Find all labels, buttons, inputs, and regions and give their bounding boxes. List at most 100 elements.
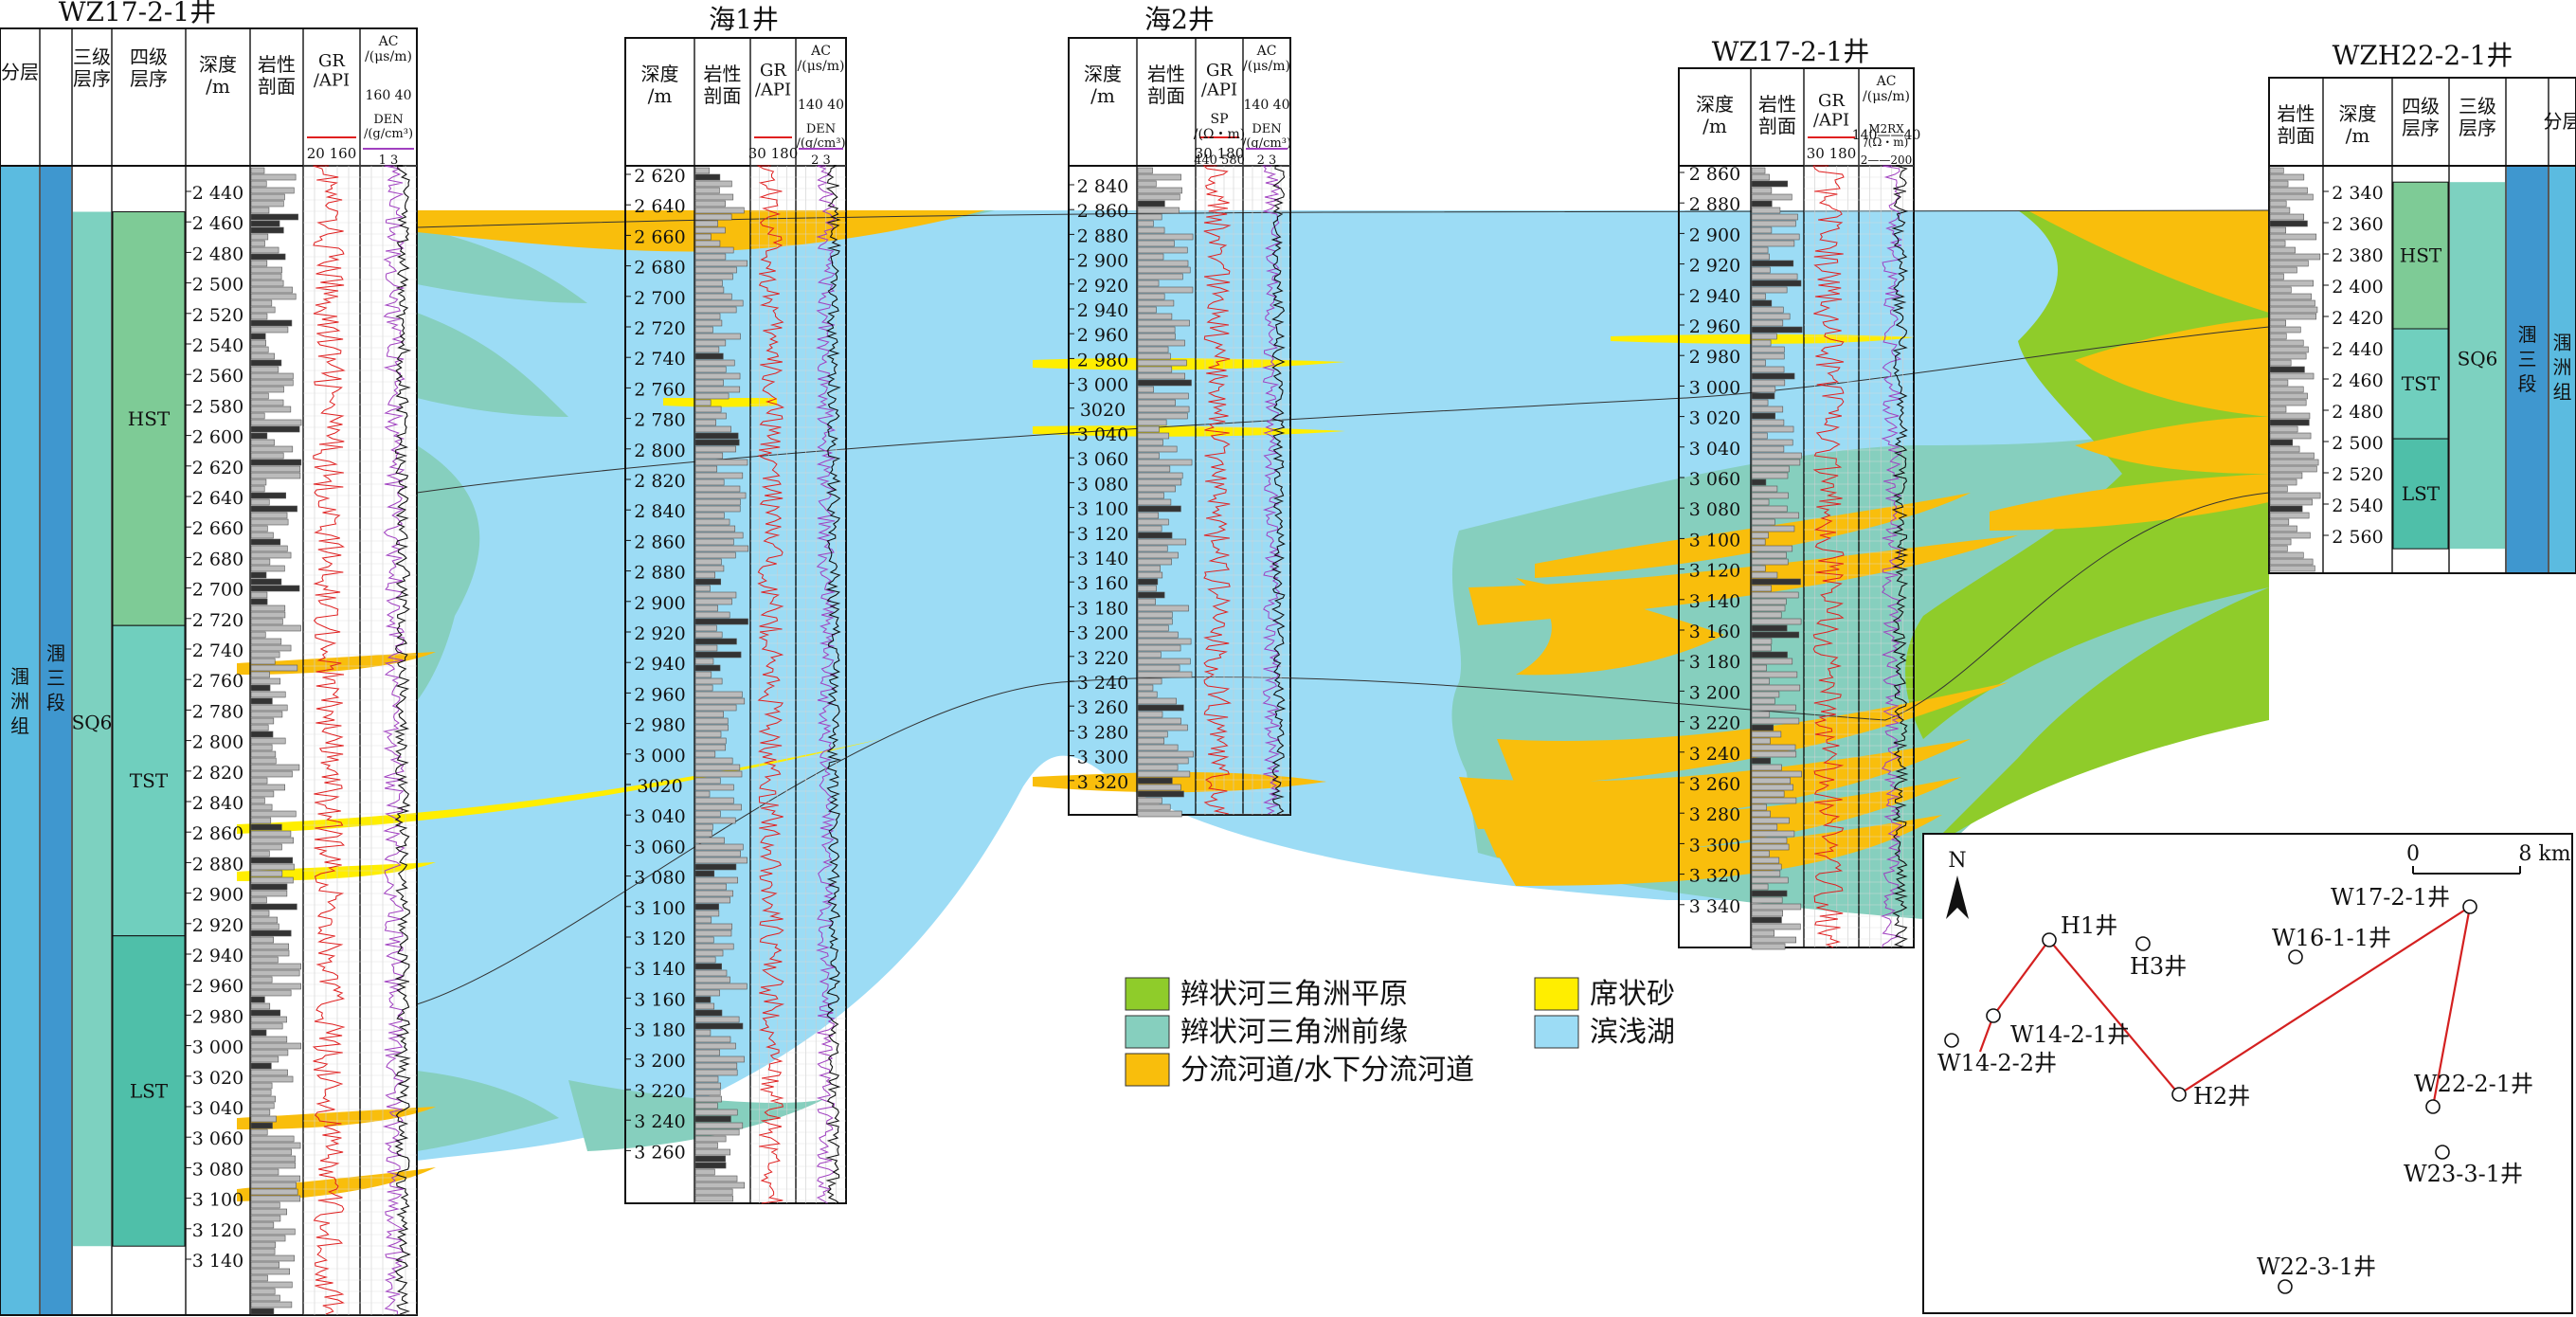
lithology-bed — [694, 253, 727, 261]
lithology-bed — [250, 943, 290, 950]
ac-range: 140——40 — [1852, 128, 1921, 143]
depth-label: 3 100 — [192, 1190, 243, 1211]
depth-label: 2 820 — [634, 471, 685, 492]
depth-label: 2 880 — [634, 563, 685, 584]
lithology-bed — [250, 731, 274, 738]
lithology-bed — [694, 372, 741, 380]
depth-label: 3 100 — [634, 898, 685, 919]
depth-label: 3020 — [637, 776, 682, 797]
lithology-bed — [250, 193, 285, 201]
lithology-bed — [694, 1188, 733, 1196]
lithology-bed — [250, 1062, 272, 1070]
lithology-bed — [694, 797, 734, 804]
lithology-bed — [694, 346, 720, 353]
lithology-bed — [250, 333, 266, 340]
systems-tract-label: TST — [2402, 372, 2441, 395]
lithology-bed — [1137, 624, 1169, 632]
lithology-bed — [1137, 638, 1192, 645]
lithology-bed — [694, 883, 727, 891]
lithology-bed — [2269, 558, 2314, 566]
lithology-bed — [1751, 724, 1774, 731]
lithology-bed — [250, 677, 281, 685]
depth-label: 3 060 — [1689, 469, 1740, 490]
lithology-bed — [250, 286, 293, 294]
lithology-bed — [1137, 306, 1157, 314]
lithology-bed — [1751, 671, 1798, 678]
sp-header: SP/(Ω・m) — [1194, 112, 1246, 142]
lithology-bed — [250, 1155, 296, 1163]
lithology-bed — [2269, 419, 2310, 426]
lithology-bed — [694, 187, 720, 194]
lithology-bed — [694, 843, 744, 851]
lithology-bed — [1137, 611, 1173, 619]
depth-label: 3 080 — [1077, 474, 1128, 495]
depth-label: 3 120 — [1077, 524, 1128, 545]
lithology-bed — [1751, 485, 1778, 493]
layer-header: 分层 — [1, 61, 39, 83]
lithology-bed — [1137, 598, 1156, 605]
gr-range: 30 180 — [1807, 145, 1857, 162]
lithology-bed — [250, 366, 279, 373]
lithology-bed — [250, 1288, 276, 1295]
lithology-bed — [250, 790, 275, 798]
lithology-bed — [694, 1122, 744, 1129]
depth-label: 2 700 — [634, 288, 685, 309]
lithology-bed — [1751, 286, 1788, 294]
lithology-bed — [250, 870, 283, 877]
lithology-bed — [250, 797, 265, 804]
lithology-bed — [1137, 167, 1153, 174]
lithology-bed — [250, 260, 268, 267]
den-curve — [1881, 165, 1903, 948]
map-well-marker — [2425, 1099, 2441, 1114]
map-well-label: H1井 — [2061, 912, 2117, 939]
lithology-bed — [694, 863, 737, 871]
lithology-bed — [250, 1135, 295, 1143]
lithology-bed — [1751, 439, 1793, 446]
depth-label: 3 240 — [1077, 673, 1128, 694]
gr-curve — [312, 165, 346, 1315]
lithology-bed — [694, 651, 742, 658]
lithology-bed — [2269, 372, 2315, 380]
depth-label: 3 160 — [1077, 573, 1128, 594]
member-column — [41, 167, 71, 1314]
lithology-bed — [1137, 299, 1175, 307]
lithology-bed — [694, 697, 746, 705]
lithology-bed — [1751, 644, 1772, 652]
lithology-bed — [250, 837, 294, 844]
lithology-bed — [250, 857, 294, 864]
map-well-label: W23-3-1井 — [2404, 1161, 2523, 1187]
depth-label: 2 980 — [1077, 350, 1128, 370]
lithology-bed — [250, 187, 295, 194]
depth-label: 2 540 — [2332, 496, 2383, 516]
ac-header: AC/(μs/m) — [365, 34, 412, 64]
lithology-bed — [694, 1002, 715, 1010]
lithology-bed — [1137, 207, 1180, 214]
lithology-bed — [1137, 538, 1187, 546]
lithology-bed — [1137, 439, 1163, 446]
ac-range: 140 40 — [798, 98, 844, 113]
lithology-bed — [694, 618, 748, 625]
lithology-bed — [694, 711, 725, 718]
lithology-bed — [250, 1109, 271, 1116]
depth-label: 2 620 — [634, 166, 685, 187]
lithology-bed — [2269, 545, 2288, 552]
depth-label: 2 980 — [634, 715, 685, 736]
depth-label: 3 040 — [1077, 424, 1128, 445]
well-title: WZ17-2-1井 — [1712, 36, 1869, 67]
lithology-bed — [1751, 638, 1773, 645]
depth-label: 2 580 — [192, 396, 243, 417]
lithology-bed — [694, 472, 744, 479]
lithology-bed — [694, 658, 714, 665]
lithology-bed — [1751, 459, 1801, 466]
lithology-bed — [250, 1009, 280, 1017]
lithology-bed — [1751, 253, 1770, 261]
ac-header: AC/(μs/m) — [798, 44, 845, 74]
lithology-bed — [694, 386, 741, 393]
lithology-bed — [694, 1115, 731, 1123]
lithology-header: 岩性剖面 — [1758, 93, 1796, 137]
depth-label: 2 920 — [1077, 276, 1128, 297]
map-well-marker — [1986, 1008, 2001, 1023]
depth-label: 3 240 — [634, 1111, 685, 1132]
depth-label: 2 780 — [634, 410, 685, 431]
lithology-bed — [694, 366, 727, 373]
